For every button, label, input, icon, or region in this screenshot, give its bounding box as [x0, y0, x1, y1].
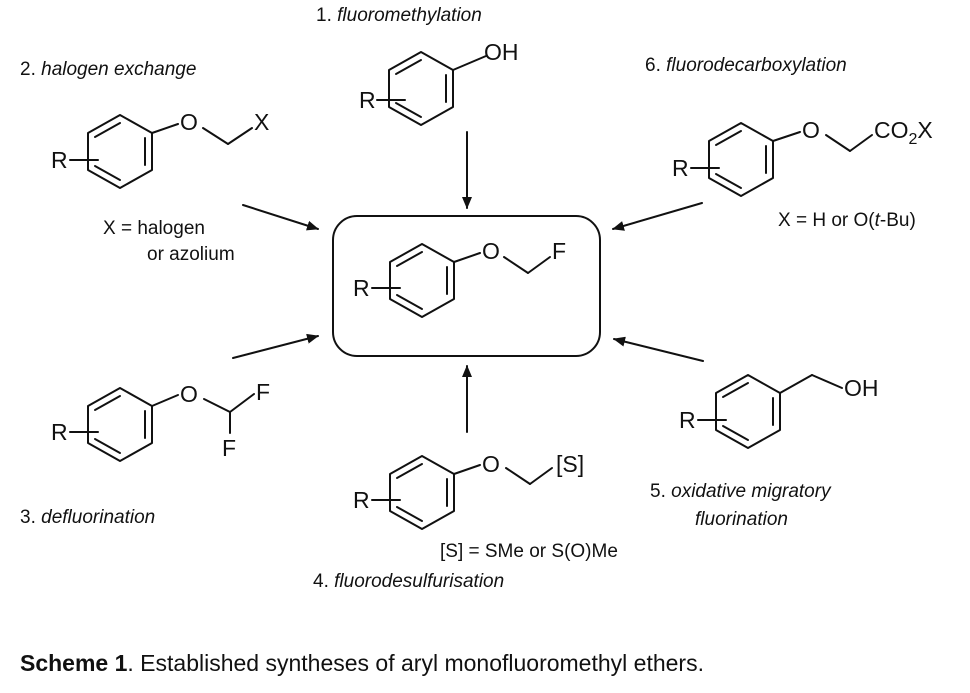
atom-o-halogen: O: [180, 109, 198, 135]
caption-bold: Scheme 1: [20, 650, 128, 676]
arrow-route5: [613, 336, 704, 362]
atom-co2x: CO2X: [874, 117, 933, 148]
atom-s-sulfur: [S]: [556, 451, 584, 477]
label-route4: 4. fluorodesulfurisation: [313, 571, 505, 592]
atom-oh-benzyl: OH: [844, 375, 879, 401]
label-route4-text: fluorodesulfurisation: [334, 571, 505, 592]
molecule-sulfur: [371, 455, 553, 530]
molecule-halogen-exchange: [69, 114, 253, 189]
atom-r-sulfur: R: [353, 487, 370, 513]
label-route1: 1. fluoromethylation: [316, 5, 482, 26]
note-route6-t: t: [874, 210, 880, 231]
reaction-scheme: OH R O X R O F R O CO2X R O F F R O [S] …: [51, 39, 933, 530]
atom-r-phenol: R: [359, 87, 376, 113]
molecule-benzyl-alcohol: [697, 374, 843, 449]
label-route5: 5. oxidative migratory: [650, 481, 831, 502]
atom-oh-phenol: OH: [484, 39, 519, 65]
atom-r-halogen: R: [51, 147, 68, 173]
note-route2-x-line2: or azolium: [147, 244, 235, 265]
note-route2-x-line1: X = halogen: [103, 218, 205, 239]
label-route6: 6. fluorodecarboxylation: [645, 55, 847, 76]
atom-o-difluoro: O: [180, 381, 198, 407]
figure-caption: Scheme 1. Established syntheses of aryl …: [20, 650, 704, 677]
atom-o-sulfur: O: [482, 451, 500, 477]
label-route2-text: halogen exchange: [41, 59, 197, 80]
caption-text: . Established syntheses of aryl monofluo…: [127, 650, 704, 676]
arrow-route6: [612, 202, 703, 231]
atom-o-decarbox: O: [802, 117, 820, 143]
molecule-phenol: [376, 51, 487, 126]
arrow-route3: [232, 333, 319, 359]
atom-r-decarbox: R: [672, 155, 689, 181]
label-route1-text: fluoromethylation: [337, 5, 482, 26]
product-box: [332, 215, 601, 357]
molecule-difluoro: [69, 387, 255, 462]
arrow-route2: [242, 204, 319, 231]
molecule-decarboxylation: [690, 122, 873, 197]
label-route6-text: fluorodecarboxylation: [666, 55, 847, 76]
atom-r-benzyl: R: [679, 407, 696, 433]
atom-f1-difluoro: F: [256, 379, 270, 405]
atom-f-product: F: [552, 238, 566, 264]
label-route2: 2. halogen exchange: [20, 59, 197, 80]
note-route4-s: [S] = SMe or S(O)Me: [440, 541, 618, 562]
label-route3-text: defluorination: [41, 507, 156, 528]
label-route3: 3. defluorination: [20, 507, 156, 528]
atom-o-product: O: [482, 238, 500, 264]
molecule-product: [371, 243, 551, 318]
atom-r-difluoro: R: [51, 419, 68, 445]
atom-x-halogen: X: [254, 109, 269, 135]
atom-f2-difluoro: F: [222, 435, 236, 461]
atom-r-product: R: [353, 275, 370, 301]
label-route5-line2: fluorination: [695, 509, 788, 530]
label-route5-text: oxidative migratory: [671, 481, 831, 502]
note-route6-x: X = H or O(t-Bu): [778, 210, 916, 231]
